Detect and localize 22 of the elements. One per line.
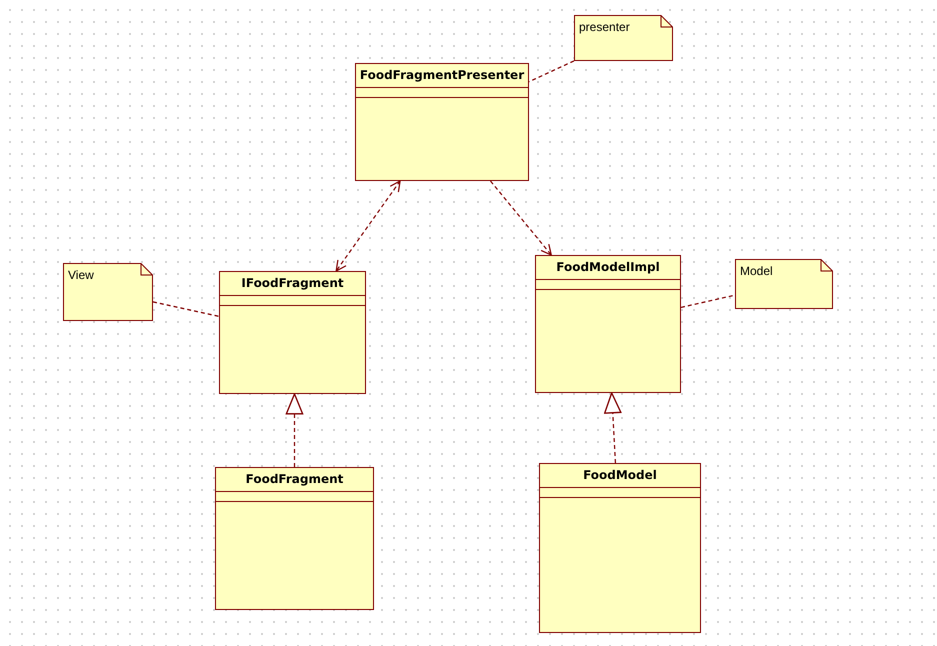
realization-arrow xyxy=(604,392,622,464)
class-box xyxy=(215,467,374,610)
note-shape xyxy=(63,263,153,321)
dependency-arrow xyxy=(490,180,552,256)
connector-line xyxy=(680,294,736,308)
note-text: View xyxy=(68,268,94,282)
class-box xyxy=(535,255,681,393)
dependency-arrow xyxy=(336,180,401,272)
note-shape xyxy=(574,15,673,61)
note-shape xyxy=(735,259,833,309)
class-box xyxy=(539,463,701,633)
connector-line xyxy=(152,301,220,317)
class-name: FoodModelImpl xyxy=(536,256,680,280)
class-name: FoodFragment xyxy=(216,468,373,492)
class-name: IFoodFragment xyxy=(220,272,365,296)
class-box xyxy=(355,63,529,181)
class-box xyxy=(219,271,366,394)
note-text: Model xyxy=(740,264,773,278)
realization-arrow xyxy=(286,393,304,467)
class-name: FoodFragmentPresenter xyxy=(356,64,528,88)
note-text: presenter xyxy=(579,20,630,34)
class-name: FoodModel xyxy=(540,464,700,488)
